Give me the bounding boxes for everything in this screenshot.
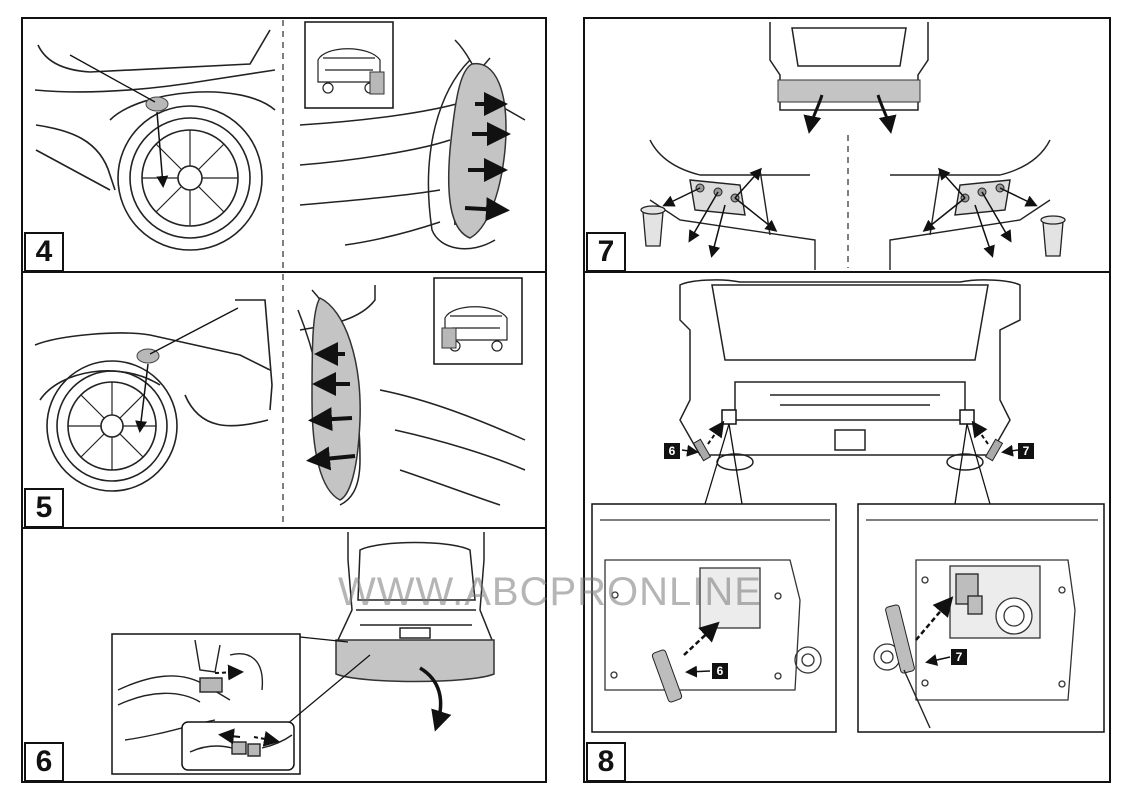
step4-down-arrow	[156, 111, 169, 188]
step-5-label: 5	[24, 488, 64, 528]
step8-callout-part-7: 7	[1018, 443, 1034, 459]
step8-right-leader-b	[966, 423, 991, 505]
step4-rear-wheel-view	[34, 29, 276, 251]
step7-left-trash-bin-icon	[640, 205, 666, 247]
step7-right-arrows	[922, 167, 1038, 258]
step4-thumbnail-highlight	[369, 71, 385, 95]
step8-callout-part-6: 6	[664, 443, 680, 459]
step8-callout-arrow-right	[1001, 444, 1019, 457]
step5-down-arrow	[135, 363, 149, 433]
step7-right-bracket-view	[889, 139, 1051, 270]
left-column-frame	[21, 17, 547, 783]
step8-right-inset-bracket	[955, 573, 983, 615]
step8-right-mount-point	[959, 409, 975, 425]
step8-callout-arrow-left	[681, 444, 699, 457]
step8-left-inset-callout-arrow	[685, 665, 711, 678]
step-4-label: 4	[24, 232, 64, 272]
detail-callout-part-7: 7	[951, 649, 967, 665]
step8-rear-view	[679, 279, 1021, 471]
step6-bumper-highlight	[335, 639, 495, 683]
step7-left-bracket-view	[649, 139, 816, 270]
step8-left-insert-arrow	[707, 420, 725, 445]
step8-left-leader-a	[704, 423, 730, 505]
step8-left-mount-point	[721, 409, 737, 425]
step7-bumper-highlight	[777, 79, 921, 103]
step6-bumper-down-arrow	[419, 666, 452, 732]
step4-mudflap	[447, 62, 507, 239]
step5-pointer-line	[149, 307, 239, 355]
step8-right-inset-arrow	[915, 596, 954, 641]
step7-right-trash-bin-icon	[1040, 215, 1066, 257]
step5-rear-wheel-view	[34, 299, 273, 492]
step8-left-inset-drawing	[600, 519, 830, 691]
step-6-label: 6	[24, 742, 64, 782]
step8-right-leader-a	[954, 423, 968, 505]
step8-left-inset-bolt-plate	[651, 649, 683, 703]
step8-left-leader-b	[728, 423, 743, 505]
step8-right-insert-arrow	[971, 420, 989, 445]
step6-unplug-arrow-right	[253, 730, 280, 747]
step-7-label: 7	[586, 232, 626, 272]
step6-inset-leader-top	[299, 636, 349, 643]
step8-right-inset-bolt-plate	[885, 604, 915, 674]
step5-mudflap	[311, 297, 361, 501]
step8-right-bolt	[984, 438, 1004, 462]
step7-bumper-arrow-right	[876, 94, 897, 134]
step4-car-thumbnail	[304, 21, 394, 109]
step4-pointer-line	[69, 54, 156, 103]
step8-left-inset-arrow	[683, 621, 720, 656]
step4-removal-arrows	[464, 92, 511, 222]
step7-left-arrows	[662, 167, 778, 258]
step-8-label: 8	[586, 742, 626, 782]
step5-removal-arrows	[306, 342, 356, 471]
step6-connector-plugs	[189, 734, 293, 757]
step7-bumper-arrow-left	[803, 94, 824, 134]
step8-right-inset-wire	[903, 669, 931, 729]
step5-thumbnail-highlight	[441, 327, 457, 349]
step8-right-inset-callout-arrow	[925, 654, 951, 666]
detail-callout-part-6: 6	[712, 663, 728, 679]
right-column-frame	[583, 17, 1111, 783]
step6-unplug-arrow-left	[218, 728, 241, 745]
step5-car-thumbnail	[433, 277, 523, 365]
